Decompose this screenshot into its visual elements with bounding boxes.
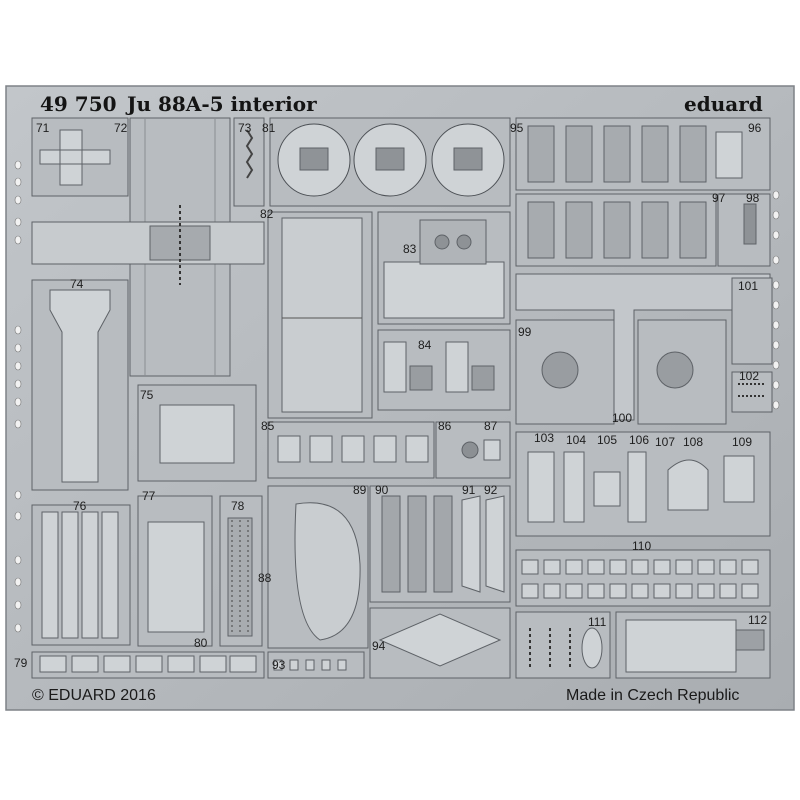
- part-number: 108: [683, 435, 704, 449]
- part-number: 86: [438, 419, 452, 433]
- part-number: 74: [70, 277, 84, 291]
- part-number: 99: [518, 325, 532, 339]
- part-number: 105: [597, 433, 618, 447]
- part-number: 76: [73, 499, 87, 513]
- part-number: 94: [372, 639, 386, 653]
- part-number: 73: [238, 121, 252, 135]
- part-number: 84: [418, 338, 432, 352]
- part-number: 85: [261, 419, 275, 433]
- copyright-notice: © EDUARD 2016: [32, 687, 156, 704]
- part-number: 101: [738, 279, 759, 293]
- set-number: 49 750: [40, 92, 117, 116]
- part-number: 112: [748, 613, 768, 627]
- part-number: 103: [534, 431, 555, 445]
- part-number: 90: [375, 483, 389, 497]
- part-number: 97: [712, 191, 726, 205]
- part-number: 93: [272, 658, 286, 672]
- part-number: 106: [629, 433, 650, 447]
- part-number: 104: [566, 433, 587, 447]
- part-number: 72: [114, 121, 128, 135]
- part-number: 100: [612, 411, 633, 425]
- part-number: 110: [632, 539, 652, 553]
- part-number: 95: [510, 121, 524, 135]
- part-number: 79: [14, 656, 28, 670]
- part-number: 82: [260, 207, 274, 221]
- part-112: [625, 619, 737, 673]
- part-74: [49, 289, 111, 483]
- part-96: [715, 131, 743, 179]
- part-102-frame: [731, 371, 773, 413]
- part-82: [281, 217, 363, 413]
- kit-title: Ju 88A-5 interior: [127, 92, 317, 116]
- part-number: 91: [462, 483, 476, 497]
- part-83: [383, 261, 505, 319]
- part-number: 83: [403, 242, 417, 256]
- origin-notice: Made in Czech Republic: [566, 687, 740, 704]
- part-number: 81: [262, 121, 276, 135]
- part-number: 111: [588, 615, 607, 629]
- part-101-frame: [731, 277, 773, 365]
- part-71-pedal: [39, 129, 111, 186]
- part-number: 102: [739, 369, 760, 383]
- brand-logo: eduard: [684, 92, 763, 116]
- part-number: 71: [36, 121, 50, 135]
- part-94: [378, 613, 502, 667]
- part-number: 89: [353, 483, 367, 497]
- part-75: [159, 404, 235, 464]
- part-number: 88: [258, 571, 272, 585]
- right-sprue-holes: [772, 190, 780, 410]
- part-number: 78: [231, 499, 245, 513]
- part-number: 92: [484, 483, 498, 497]
- part-number: 96: [748, 121, 762, 135]
- part-number: 87: [484, 419, 498, 433]
- part-number: 80: [194, 636, 208, 650]
- part-77: [147, 521, 205, 633]
- part-93-frame: [267, 651, 365, 679]
- part-number: 109: [732, 435, 753, 449]
- part-number: 77: [142, 489, 156, 503]
- part-number: 75: [140, 388, 154, 402]
- part-number: 107: [655, 435, 676, 449]
- part-number: 98: [746, 191, 760, 205]
- left-sprue-holes: [14, 160, 22, 633]
- part-wing-strip: [31, 221, 265, 265]
- part-88: [294, 502, 361, 641]
